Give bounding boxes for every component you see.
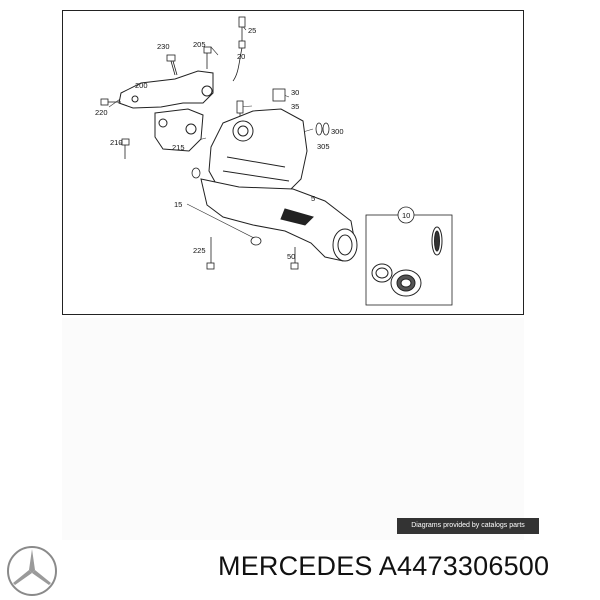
- callout-labels: 25 230 205 20 200 30 220 35 300 210 215 …: [95, 26, 344, 261]
- mercedes-star-icon: [7, 546, 57, 596]
- diagram-frame: 25 230 205 20 200 30 220 35 300 210 215 …: [62, 10, 524, 315]
- brand-name: MERCEDES: [218, 551, 373, 581]
- callout-30: 30: [291, 88, 299, 97]
- diagram-credit: Diagrams provided by catalogs parts: [397, 518, 539, 534]
- seals: [191, 122, 330, 246]
- callout-300: 300: [331, 127, 344, 136]
- bolts: [100, 46, 299, 270]
- callout-220: 220: [95, 108, 108, 117]
- callout-225: 225: [193, 246, 206, 255]
- callout-15: 15: [174, 200, 182, 209]
- part-title: MERCEDES A4473306500: [218, 551, 549, 582]
- inset-box: 10: [365, 206, 453, 306]
- inset-label-10: 10: [402, 211, 410, 220]
- callout-215: 215: [172, 143, 185, 152]
- differential-housing: [200, 108, 358, 262]
- callout-25: 25: [248, 26, 256, 35]
- callout-5: 5: [311, 194, 315, 203]
- shaded-panel: [62, 318, 524, 540]
- parts-diagram: 25 230 205 20 200 30 220 35 300 210 215 …: [95, 16, 453, 306]
- callout-305: 305: [317, 142, 330, 151]
- callout-230: 230: [157, 42, 170, 51]
- part-number: A4473306500: [378, 551, 550, 581]
- callout-50: 50: [287, 252, 295, 261]
- callout-20: 20: [237, 52, 245, 61]
- callout-210: 210: [110, 138, 123, 147]
- sensors: [232, 16, 286, 127]
- callout-200: 200: [135, 81, 148, 90]
- mount-bracket: [118, 70, 214, 152]
- callout-205: 205: [193, 40, 206, 49]
- callout-35: 35: [291, 102, 299, 111]
